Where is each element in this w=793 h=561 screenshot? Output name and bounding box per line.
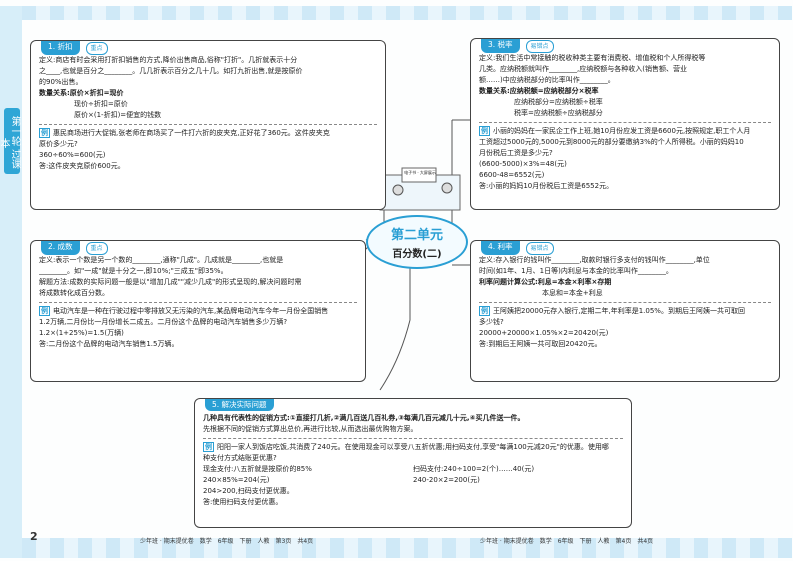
text-line: 现金支付:八五折就是按原价的85%	[203, 465, 312, 473]
text-line: 本息和=本金+利息	[479, 289, 603, 297]
badge: 易错点	[525, 40, 554, 53]
section-title: 1. 折扣	[41, 41, 80, 55]
text-line: 几种具有代表性的促销方式:①直接打几折,②满几百送几百礼券,③每满几百元减几十元…	[203, 414, 525, 422]
example-icon: 例	[39, 128, 50, 138]
text-line: 答:这件皮夹克原价600元。	[39, 162, 125, 170]
badge: 重点	[85, 242, 108, 255]
text-line: 1.2×(1+25%)=1.5(万辆)	[39, 329, 124, 337]
text-line: 惠民商场进行大促销,张老师在商场买了一件打六折的皮夹克,正好花了360元。这件皮…	[53, 129, 330, 137]
text-line: 1.2万辆,二月份比一月份增长二成五。二月份这个品牌的电动汽车销售多少万辆?	[39, 318, 288, 326]
footer-right: 少年班 · 期末提优卷 数学 6年级 下册 人教 第4页 共4页	[480, 538, 654, 545]
side-tab[interactable]: 第一轮 过课本	[0, 108, 20, 174]
section-practical-problems: 5. 解决实际问题 几种具有代表性的促销方式:①直接打几折,②满几百送几百礼券,…	[194, 398, 632, 528]
section-title: 2. 成数	[41, 241, 80, 255]
section-percentage-tenths: 2. 成数重点 定义:表示一个数是另一个数的________,通称"几成"。几成…	[30, 240, 366, 382]
section-interest-rate: 4. 利率易错点 定义:存入银行的钱叫作________,取款时银行多支付的钱叫…	[470, 240, 780, 382]
unit-title: 第二单元	[390, 228, 443, 243]
text-line: 定义:存入银行的钱叫作________,取款时银行多支付的钱叫作________…	[479, 256, 710, 264]
example-icon: 例	[39, 306, 50, 316]
section-title: 4. 利率	[481, 241, 520, 255]
text-line: 定义:表示一个数是另一个数的________,通称"几成"。几成就是______…	[39, 256, 284, 264]
text-line: 小丽的妈妈在一家民企工作上班,她10月份应发工资是6600元,按照规定,职工个人…	[493, 127, 751, 135]
text-line: 几类。应纳税额就叫作________,应纳税额与各种收入(销售额、营业	[479, 65, 687, 73]
text-line: 多少钱?	[479, 318, 504, 326]
text-line: 应纳税部分=应纳税额÷税率	[479, 98, 603, 106]
text-line: 360÷60%=600(元)	[39, 151, 106, 159]
text-line: 月份税后工资是多少元?	[479, 149, 553, 157]
text-line: 240×85%=204(元)	[203, 476, 270, 484]
text-line: 现价÷折扣=原价	[39, 100, 128, 108]
text-line: 时间(如1年、1月、1日等)内利息与本金的比率叫作________。	[479, 267, 673, 275]
example-icon: 例	[479, 126, 490, 136]
text-line: 6600-48=6552(元)	[479, 171, 545, 179]
text-line: 数量关系:原价×折扣=现价	[39, 89, 124, 97]
text-line: ________。如"一成"就是十分之一,即10%;"三成五"即35%。	[39, 267, 228, 275]
text-line: 20000+20000×1.05%×2=20420(元)	[479, 329, 609, 337]
text-line: 工资超过5000元的,5000元到8000元的部分要缴纳3%的个人所得税。小丽的…	[479, 138, 744, 146]
section-title: 5. 解决实际问题	[205, 399, 274, 411]
text-line: 利率问题计算公式:利息=本金×利率×存期	[479, 278, 612, 286]
text-line: 定义:商店有时会采用打折扣销售的方式,降价出售商品,俗称"打折"。几折就表示十分	[39, 56, 298, 64]
section-discount: 1. 折扣重点 定义:商店有时会采用打折扣销售的方式,降价出售商品,俗称"打折"…	[30, 40, 386, 210]
unit-title-bubble: 第二单元 百分数(二)	[366, 215, 468, 269]
top-band	[22, 6, 792, 20]
footer-left: 少年班 · 期末提优卷 数学 6年级 下册 人教 第3页 共4页	[140, 538, 314, 545]
text-line: 税率=应纳税额÷应纳税部分	[479, 109, 603, 117]
section-tax-rate: 3. 税率易错点 定义:我们生活中常接触的税收种类主要有消费税、增值税和个人所得…	[470, 38, 780, 210]
illustration-sign: 电子书 · 大屏展示	[404, 170, 436, 175]
text-line: 额……)中应纳税部分的比率叫作________。	[479, 76, 615, 84]
text-line: 数量关系:应纳税额=应纳税部分×税率	[479, 87, 599, 95]
text-line: 240-20×2=200(元)	[413, 476, 480, 484]
example-icon: 例	[479, 306, 490, 316]
example-icon: 例	[203, 442, 214, 452]
text-line: 的90%出售。	[39, 78, 83, 86]
text-line: 王阿姨把20000元存入银行,定期二年,年利率是1.05%。到期后王阿姨一共可取…	[493, 307, 745, 315]
text-line: 原价×(1-折扣)=便宜的钱数	[39, 111, 162, 119]
bottom-band	[22, 538, 792, 558]
badge: 易错点	[525, 242, 554, 255]
text-line: 扫码支付:240÷100=2(个)……40(元)	[413, 465, 535, 473]
text-line: 答:到期后王阿姨一共可取回20420元。	[479, 340, 602, 348]
text-line: 之____,也就是百分之________。几几折表示百分之几十几。如打九折出售,…	[39, 67, 303, 75]
text-line: (6600-5000)×3%=48(元)	[479, 160, 567, 168]
badge: 重点	[85, 42, 108, 55]
text-line: 将成数转化成百分数。	[39, 289, 109, 297]
text-line: 种支付方式结账更优惠?	[203, 454, 277, 462]
text-line: 原价多少元?	[39, 140, 78, 148]
text-line: 电动汽车是一种在行驶过程中零排放又无污染的汽车,某品牌电动汽车今年一月份全国销售	[53, 307, 329, 315]
text-line: 答:使用扫码支付更优惠。	[203, 498, 283, 506]
text-line: 先根据不同的促销方式算出总价,再进行比较,从而选出最优购物方案。	[203, 425, 418, 433]
text-line: 定义:我们生活中常接触的税收种类主要有消费税、增值税和个人所得税等	[479, 54, 706, 62]
unit-subtitle: 百分数(二)	[392, 249, 442, 260]
text-line: 204>200,扫码支付更优惠。	[203, 487, 294, 495]
text-line: 答:小丽的妈妈10月份税后工资是6552元。	[479, 182, 614, 190]
text-line: 阳阳一家人到饭店吃饭,共消费了240元。在使用现金可以享受八五折优惠;用扫码支付…	[217, 443, 609, 451]
section-title: 3. 税率	[481, 39, 520, 53]
text-line: 解题方法:成数的实际问题一般是以"增加几成""减少几成"的形式呈现的,解决问题时…	[39, 278, 302, 286]
page-number: 2	[30, 530, 38, 543]
text-line: 答:二月份这个品牌的电动汽车销售1.5万辆。	[39, 340, 179, 348]
